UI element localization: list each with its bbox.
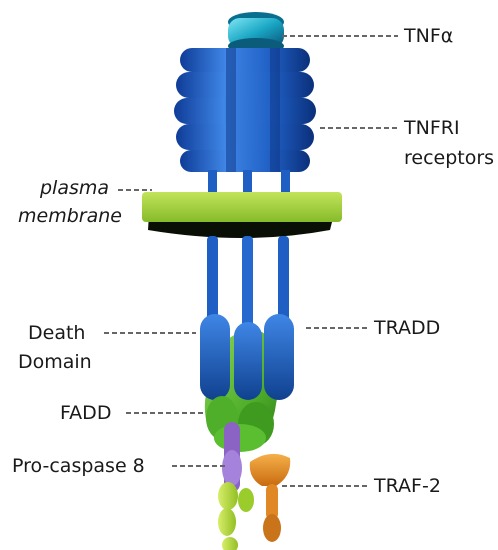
tnfr-label-line2: receptors	[404, 146, 494, 170]
tnf-alpha-label: TNFα	[404, 24, 453, 48]
death-domains	[200, 314, 294, 400]
procaspase-label: Pro-caspase 8	[12, 454, 145, 478]
membrane-label-line2: membrane	[18, 204, 122, 228]
fadd-label: FADD	[60, 401, 111, 425]
plasma-membrane	[142, 192, 342, 238]
membrane-label-line1: plasma	[40, 176, 109, 200]
traf2-label: TRAF-2	[374, 474, 441, 498]
tradd-label: TRADD	[374, 316, 440, 340]
death-domain-label-line1: Death	[28, 321, 85, 345]
death-domain-label-line2: Domain	[18, 350, 92, 374]
tnf-alpha-ligand	[228, 12, 284, 54]
tnfr1-receptor-extracellular	[174, 48, 316, 172]
tnfr-label-line1: TNFRI	[404, 116, 460, 140]
traf-2	[250, 454, 290, 542]
